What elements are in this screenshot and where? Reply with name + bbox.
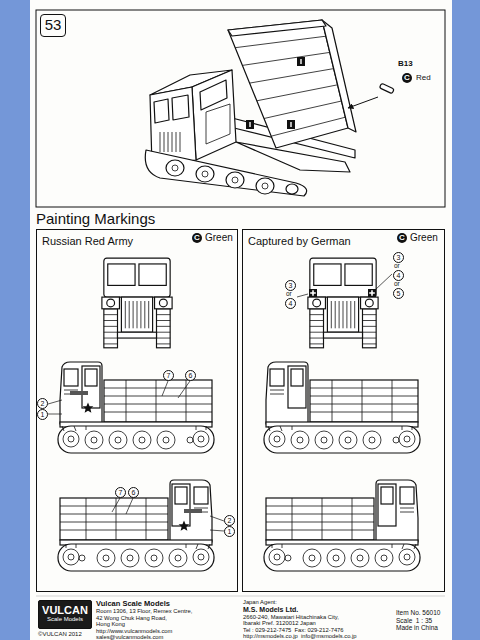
company-name: Vulcan Scale Models xyxy=(96,600,170,608)
brand-logo: VULCANScale Models xyxy=(38,600,92,629)
node-subtext: Scale Models xyxy=(47,616,83,623)
callout-number: 1 xyxy=(37,409,48,420)
address-line: http://www.vulcanmodels.com xyxy=(96,629,172,635)
origin-note: Made in China xyxy=(396,625,438,632)
callout-number: 3 xyxy=(285,280,296,291)
callout-number: 3 xyxy=(393,252,404,263)
address-line: 2660-240, Mawatari Hitachinaka City, xyxy=(243,615,339,621)
node-heading: VULCAN xyxy=(42,604,88,616)
markings-panel: Captured by German xyxy=(242,229,445,592)
color-name: Green xyxy=(205,233,233,243)
callout-number: 6 xyxy=(128,487,139,498)
node-heading: Captured by German xyxy=(248,235,351,247)
company-name: M.S. Models Ltd. xyxy=(243,606,298,613)
callout-number: 5 xyxy=(393,288,404,299)
agent-heading: Japan Agent: xyxy=(243,600,277,606)
step-number-box: 53 xyxy=(40,14,66,37)
callout-number: 2 xyxy=(37,398,48,409)
callout-number: 4 xyxy=(285,298,296,309)
callout-number: 4 xyxy=(393,270,404,281)
callout-number: 6 xyxy=(185,370,196,381)
callout-number: 7 xyxy=(115,487,126,498)
color-code: C xyxy=(397,233,407,243)
color-name: Green xyxy=(410,233,438,243)
color-code: C xyxy=(402,73,412,83)
copyright: ©VULCAN 2012 xyxy=(38,631,82,637)
callout-number: 2 xyxy=(224,515,235,526)
address-line: Tel : 029-212-7475 Fax: 029-212-7476 xyxy=(243,628,344,634)
callout-or: or xyxy=(394,281,400,288)
callout-number: 1 xyxy=(224,526,235,537)
color-code: C xyxy=(192,233,202,243)
callout-number: 7 xyxy=(163,370,174,381)
node-heading: 53 xyxy=(45,17,62,34)
address-line: Hong Kong xyxy=(96,622,125,628)
callout-or: or xyxy=(394,263,400,270)
address-line: Room 1306, 13 Floor, Remex Centre, xyxy=(96,609,192,615)
markings-panel: Russian Red Army xyxy=(36,229,238,592)
address-line: sales@vulcanmodels.com xyxy=(96,635,163,640)
color-name: Red xyxy=(416,74,431,82)
node-heading: Russian Red Army xyxy=(42,235,133,247)
callout-or: or xyxy=(286,291,292,298)
item-number: Item No. 56010 xyxy=(396,610,440,617)
scale-note: Scale 1 : 35 xyxy=(396,618,432,625)
part-number: B13 xyxy=(398,60,413,68)
address-line: http://msmodels.co.jp info@msmodels.co.j… xyxy=(243,634,357,640)
address-line: 42 Wong Chuk Hang Road, xyxy=(96,616,167,622)
section-heading: Painting Markings xyxy=(36,211,155,228)
address-line: Ibaraki Pref. 3120012 Japan xyxy=(243,621,316,627)
